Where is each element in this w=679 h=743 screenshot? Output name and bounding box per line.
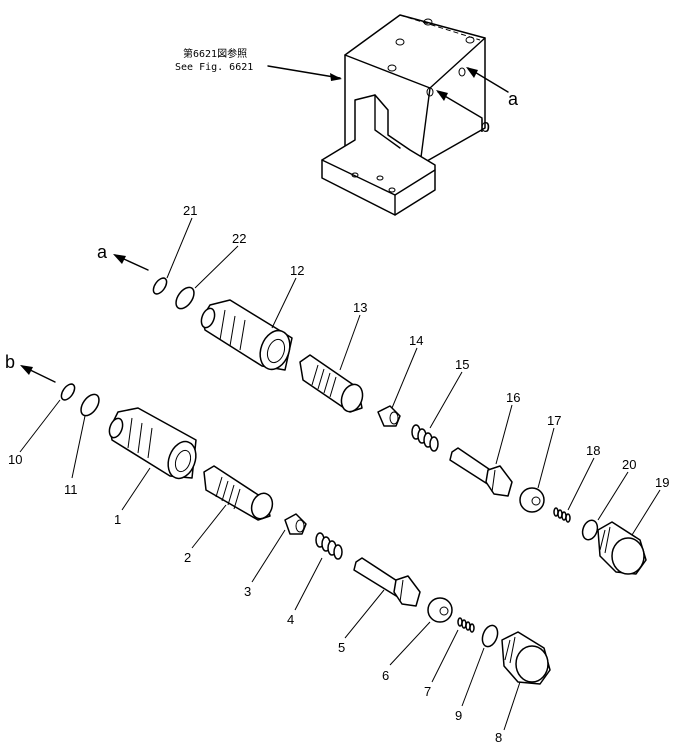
part-9-o-ring [481, 624, 499, 648]
part-3-seat [284, 513, 307, 535]
port-a-arrowhead-block [466, 67, 478, 78]
callout-15: 15 [455, 357, 469, 372]
callout-2: 2 [184, 550, 191, 565]
callout-22: 22 [232, 231, 246, 246]
part-12-sleeve [200, 299, 293, 371]
part-22-o-ring [175, 286, 195, 310]
callout-leaders [19, 217, 661, 731]
valve-body-block [321, 14, 486, 216]
reference-note-en: See Fig. 6621 [175, 62, 253, 73]
part-17-retainer [519, 487, 545, 513]
callout-12: 12 [290, 263, 304, 278]
callout-6: 6 [382, 668, 389, 683]
port-b-label-block: b [480, 116, 490, 136]
part-6-retainer [427, 597, 453, 623]
callout-19: 19 [655, 475, 669, 490]
part-8-plug [501, 631, 551, 685]
port-b-arrowhead [20, 365, 33, 375]
part-14-seat [377, 405, 401, 427]
callout-11: 11 [64, 482, 78, 497]
part-16-piston [449, 447, 513, 497]
callout-4: 4 [287, 612, 294, 627]
callout-9: 9 [455, 708, 462, 723]
port-b-label: b [5, 352, 15, 372]
callout-3: 3 [244, 584, 251, 599]
part-21-o-ring [152, 277, 168, 295]
callout-14: 14 [409, 333, 423, 348]
reference-note-jp: 第6621図参照 [183, 47, 247, 60]
callout-17: 17 [547, 413, 561, 428]
port-a-arrowhead [113, 254, 126, 264]
part-20-o-ring [581, 519, 599, 541]
callout-18: 18 [586, 443, 600, 458]
part-2-poppet [203, 465, 274, 521]
part-13-poppet [299, 354, 364, 413]
callout-5: 5 [338, 640, 345, 655]
reference-leader [267, 65, 341, 79]
part-1-sleeve [108, 407, 197, 480]
callout-8: 8 [495, 730, 502, 743]
callout-16: 16 [506, 390, 520, 405]
part-7-spring [457, 617, 475, 633]
part-15-spring [411, 424, 439, 452]
part-19-plug [597, 521, 647, 575]
callout-13: 13 [353, 300, 367, 315]
part-10-o-ring [60, 383, 76, 401]
callout-7: 7 [424, 684, 431, 699]
part-5-piston [353, 557, 421, 607]
part-18-spring [553, 507, 571, 523]
port-b-arrowhead-block [436, 90, 448, 101]
part-11-o-ring [80, 393, 100, 417]
callout-10: 10 [8, 452, 22, 467]
port-a-label-block: a [508, 89, 519, 109]
callout-20: 20 [622, 457, 636, 472]
callout-21: 21 [183, 203, 197, 218]
part-4-spring [315, 532, 343, 560]
port-a-label: a [97, 242, 108, 262]
callout-1: 1 [114, 512, 121, 527]
reference-arrowhead [330, 73, 342, 81]
